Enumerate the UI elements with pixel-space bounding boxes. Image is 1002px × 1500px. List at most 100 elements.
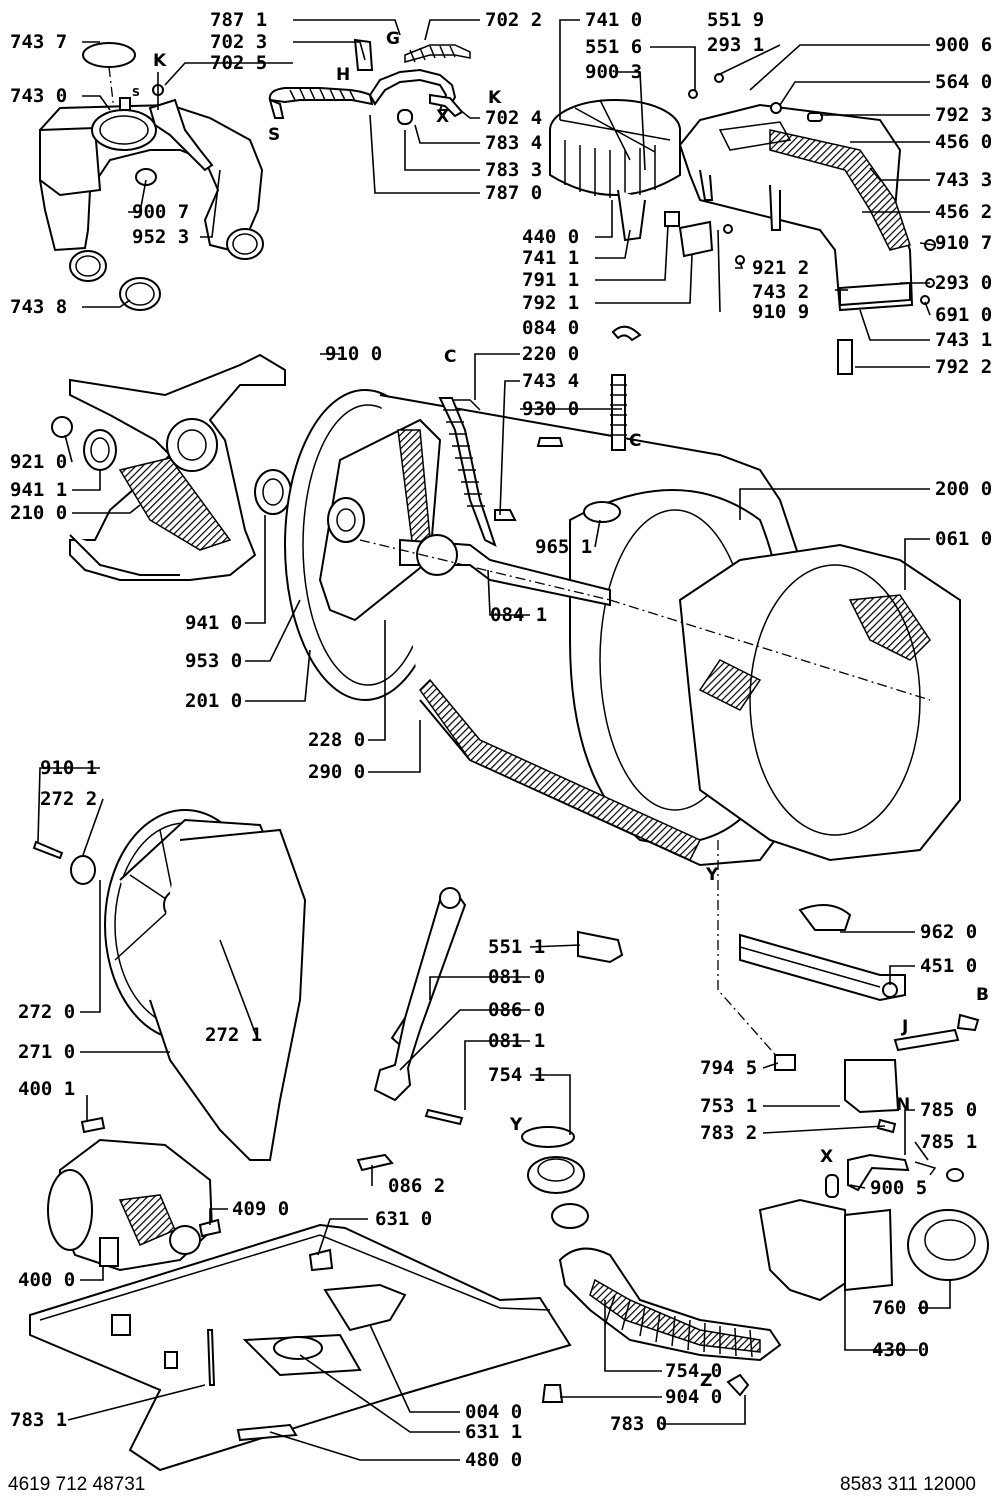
motor-drawing [47,1116,222,1272]
letter-x-pump: X [820,1147,833,1167]
base-plate-drawing [29,1153,572,1472]
label-081-1: 081 1 [488,1030,545,1052]
label-783-0: 783 0 [610,1413,667,1435]
letter-c-left: C [444,347,456,367]
leader-lines [37,19,951,1461]
label-084-1: 084 1 [490,604,547,626]
drain-pump-drawing [521,1126,989,1403]
label-228-0: 228 0 [308,729,365,751]
label-743-7: 743 7 [10,31,67,53]
label-783-2: 783 2 [700,1122,757,1144]
letter-z: Z [700,1371,712,1391]
footer-code-right: 8583 311 12000 [840,1474,976,1495]
label-792-1: 792 1 [522,292,579,314]
label-631-1: 631 1 [465,1421,522,1443]
heater-element-drawing [739,904,980,1134]
footer-code-left: 4619 712 48731 [8,1474,145,1495]
label-952-3: 952 3 [132,226,189,248]
label-480-0: 480 0 [465,1449,522,1471]
letter-x-top: X [436,107,449,127]
label-921-0: 921 0 [10,451,67,473]
letter-k-top-center: K [488,88,502,108]
label-965-1: 965 1 [535,536,592,558]
label-792-3: 792 3 [935,104,992,126]
label-794-5: 794 5 [700,1057,757,1079]
label-201-0: 201 0 [185,690,242,712]
label-754-1: 754 1 [488,1064,545,1086]
label-910-7: 910 7 [935,232,992,254]
label-084-0: 084 0 [522,317,579,339]
letter-y-hose: Y [509,1115,523,1135]
label-953-0: 953 0 [185,650,242,672]
label-900-3: 900 3 [585,61,642,83]
label-210-0: 210 0 [10,502,67,524]
label-783-1: 783 1 [10,1409,67,1431]
label-400-0: 400 0 [18,1269,75,1291]
label-792-2: 792 2 [935,356,992,378]
label-271-0: 271 0 [18,1041,75,1063]
label-791-1: 791 1 [522,269,579,291]
label-272-0: 272 0 [18,1001,75,1023]
label-754-0: 754 0 [665,1360,722,1382]
label-741-0: 741 0 [585,9,642,31]
label-086-0: 086 0 [488,999,545,1021]
label-921-2: 921 2 [752,257,809,279]
letter-j: J [901,1017,908,1037]
label-910-0: 910 0 [325,343,382,365]
letter-g: G [386,29,400,49]
letter-h: H [336,65,350,85]
label-900-5: 900 5 [870,1177,927,1199]
letter-s-top-left: S [132,86,140,99]
label-086-2: 086 2 [388,1175,445,1197]
label-783-3: 783 3 [485,159,542,181]
label-743-1: 743 1 [935,329,992,351]
label-743-0: 743 0 [10,85,67,107]
label-293-0: 293 0 [935,272,992,294]
label-551-6: 551 6 [585,36,642,58]
shock-absorber-drawing [373,887,624,1126]
label-930-0: 930 0 [522,398,579,420]
gasket-ring-743-7 [82,42,136,68]
label-220-0: 220 0 [522,343,579,365]
label-743-4: 743 4 [522,370,579,392]
label-783-4: 783 4 [485,132,542,154]
label-430-0: 430 0 [872,1339,929,1361]
label-785-0: 785 0 [920,1099,977,1121]
label-004-0: 004 0 [465,1401,522,1423]
label-743-2: 743 2 [752,281,809,303]
label-400-1: 400 1 [18,1078,75,1100]
label-409-0: 409 0 [232,1198,289,1220]
label-456-0: 456 0 [935,131,992,153]
letter-k-top-left: K [153,51,167,71]
detergent-dispenser-drawing [549,73,936,375]
letter-b: B [976,985,989,1005]
label-743-3: 743 3 [935,169,992,191]
label-631-0: 631 0 [375,1208,432,1230]
tub-drum-drawing [284,325,961,1061]
label-691-0: 691 0 [935,304,992,326]
label-900-7: 900 7 [132,201,189,223]
label-702-5: 702 5 [210,52,267,74]
label-440-0: 440 0 [522,226,579,248]
label-760-0: 760 0 [872,1297,929,1319]
inlet-hoses-drawing [268,38,471,125]
label-081-0: 081 0 [488,966,545,988]
label-910-9: 910 9 [752,301,809,323]
label-753-1: 753 1 [700,1095,757,1117]
tub-top-bracket-drawing [39,42,264,311]
letter-s-top-center: S [268,125,280,145]
label-941-1: 941 1 [10,479,67,501]
connector-letters: K S G H X K S C C Y B J N Y X Z [132,29,989,1391]
pulley-belt-drawing [32,809,307,1161]
label-702-4: 702 4 [485,107,542,129]
rear-cross-brace-drawing [51,353,292,581]
label-702-2: 702 2 [485,9,542,31]
label-787-1: 787 1 [210,9,267,31]
label-741-1: 741 1 [522,247,579,269]
label-456-2: 456 2 [935,201,992,223]
label-272-1: 272 1 [205,1024,262,1046]
label-941-0: 941 0 [185,612,242,634]
label-551-9: 551 9 [707,9,764,31]
label-743-8: 743 8 [10,296,67,318]
